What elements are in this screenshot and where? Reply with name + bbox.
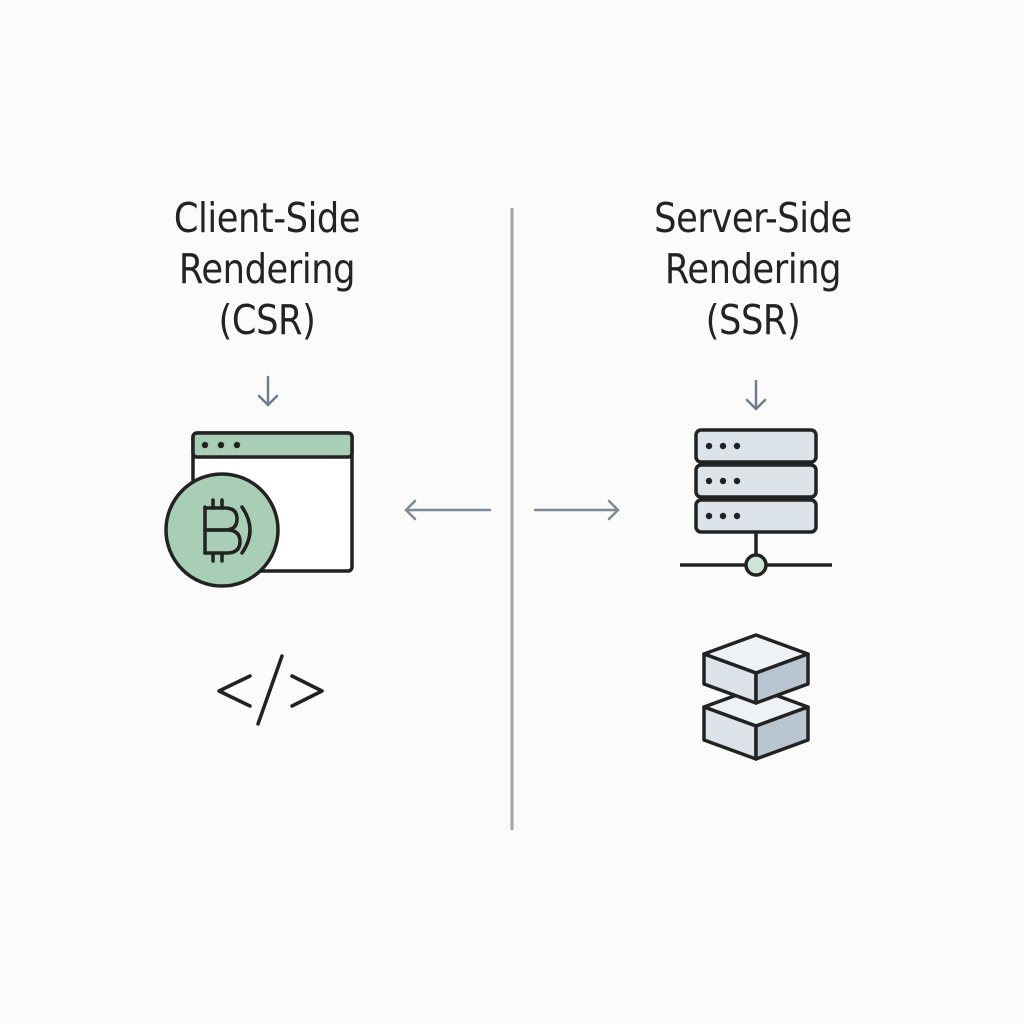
ssr-title-line-2: Rendering	[664, 245, 842, 293]
right-arrow-icon	[533, 499, 620, 521]
ssr-down-arrow-icon	[745, 379, 767, 411]
code-brackets-icon	[217, 654, 324, 726]
bitcoin-coin-icon	[164, 472, 280, 588]
csr-title-line-1: Client-Side	[173, 194, 361, 242]
stacked-blocks-icon	[702, 633, 810, 761]
ssr-title: Server-Side Rendering (SSR)	[607, 193, 899, 346]
left-arrow-icon	[404, 499, 492, 521]
csr-title-line-2: Rendering	[178, 245, 356, 293]
csr-title-line-3: (CSR)	[218, 296, 316, 344]
ssr-title-line-1: Server-Side	[654, 194, 852, 242]
csr-down-arrow-icon	[257, 375, 279, 407]
ssr-title-line-3: (SSR)	[705, 296, 801, 344]
server-rack-icon	[680, 428, 832, 577]
csr-title: Client-Side Rendering (CSR)	[121, 193, 413, 346]
